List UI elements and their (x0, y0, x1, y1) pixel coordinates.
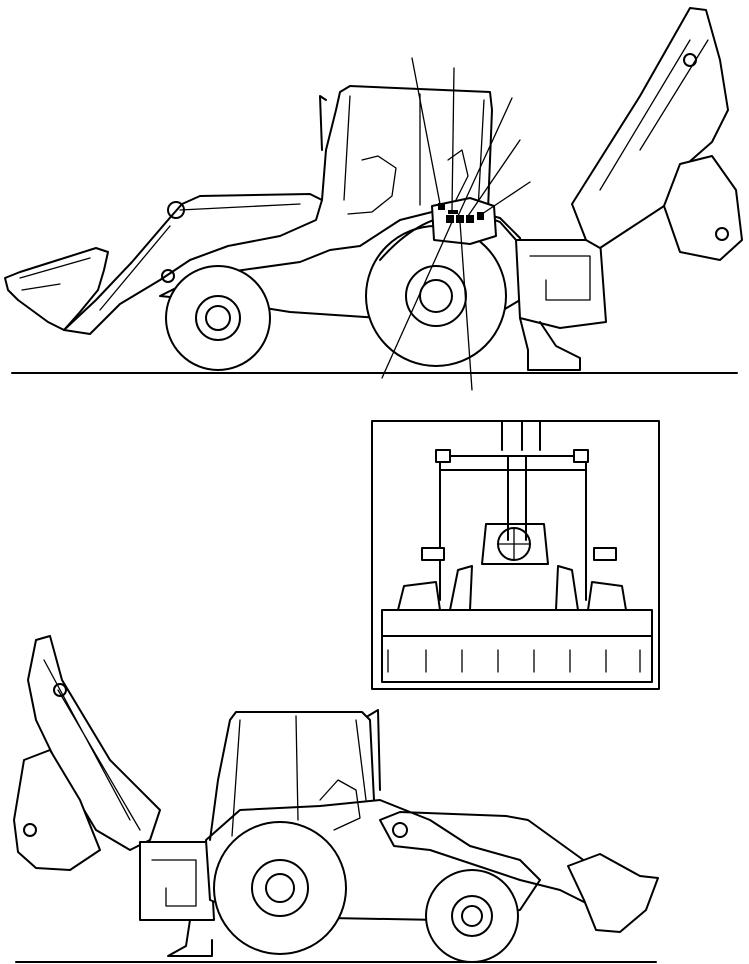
arm-pivot (167, 201, 185, 219)
loader-arm-detail (99, 203, 301, 311)
inset-light-left (435, 449, 451, 463)
stabilizer-leg (519, 317, 581, 371)
rear-bucket-pin (23, 823, 37, 837)
side-view-top (4, 7, 743, 391)
inset-wheel-spokes (497, 527, 531, 561)
rear-small-hub-center (461, 905, 483, 927)
rear-boom-pin (53, 683, 67, 697)
label-marker-5 (466, 215, 474, 223)
rear-small-wheel (425, 869, 519, 963)
backhoe-boom (571, 7, 729, 249)
rear-large-hub-center (265, 873, 295, 903)
front-hub (195, 295, 241, 341)
backhoe-mount (515, 239, 607, 329)
inset-arms (449, 565, 579, 611)
cab-pillars (343, 93, 485, 211)
inset-light-right (573, 449, 589, 463)
side-view-bottom (13, 635, 659, 963)
front-bucket (4, 247, 109, 331)
label-marker-2 (448, 210, 458, 214)
callout-leaders (381, 57, 531, 391)
rear-seat (319, 779, 361, 831)
loader-arm (63, 193, 323, 335)
front-hub-center (205, 305, 231, 331)
label-marker-4 (456, 215, 464, 223)
rear-hub (405, 265, 467, 327)
rear-loader-bucket (567, 853, 659, 933)
rear-stabilizer (167, 919, 213, 957)
boom-pin (683, 53, 697, 67)
inset-frame (371, 420, 660, 690)
inset-boom (501, 421, 541, 451)
label-marker-3 (446, 215, 454, 223)
inset-bucket (381, 609, 653, 637)
rear-wheel (365, 225, 507, 367)
steering-column (447, 149, 469, 201)
inset-bucket-teeth (387, 649, 641, 673)
rear-large-hub (251, 859, 309, 917)
rear-mount-detail (151, 859, 197, 907)
bucket-detail (19, 257, 91, 291)
label-marker-6 (477, 212, 484, 220)
exhaust-stack (319, 95, 327, 151)
bucket-pin (715, 227, 729, 241)
front-view-inset (371, 420, 660, 690)
rear-hub-center (419, 279, 453, 313)
rear-small-hub (451, 895, 493, 937)
inset-bucket-lip (381, 635, 653, 683)
rear-exhaust (367, 709, 381, 791)
operator-seat (347, 155, 397, 215)
cab-frame (321, 85, 493, 211)
rear-large-wheel (213, 821, 347, 955)
inset-center-post (507, 455, 527, 541)
arm-pin (161, 269, 175, 283)
rear-boom-detail (43, 659, 141, 831)
front-wheel (165, 265, 271, 371)
inset-tires (397, 581, 627, 611)
rear-cab-pillars (231, 715, 367, 837)
backhoe-bucket (663, 155, 743, 261)
rear-loader-pivot (392, 822, 408, 838)
inset-lamp-right (593, 547, 617, 561)
inset-lamp-left (421, 547, 445, 561)
inset-hood (481, 523, 549, 565)
mount-detail (529, 255, 591, 301)
rear-cab (209, 711, 375, 841)
label-marker-1 (438, 203, 445, 210)
rear-mount (139, 841, 215, 921)
rear-bucket (13, 749, 101, 871)
